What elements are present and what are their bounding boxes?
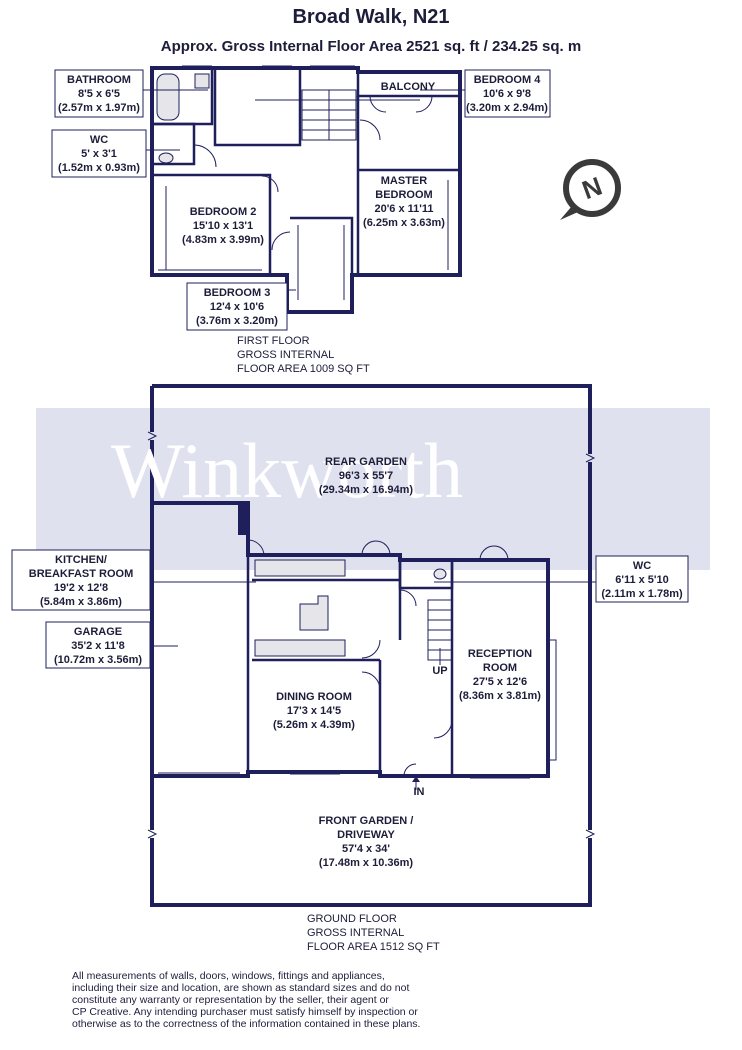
disclaimer-line: otherwise as to the correctness of the i… <box>72 1018 421 1030</box>
watermark-text: Winkworth <box>111 427 463 514</box>
label-stairs-up: UP <box>432 665 447 677</box>
label-balcony: BALCONY <box>381 81 436 93</box>
label-dining-room-metric: (5.26m x 4.39m) <box>273 719 355 731</box>
ground-floor-area-note: GROUND FLOOR GROSS INTERNAL FLOOR AREA 1… <box>307 912 440 954</box>
label-bathroom: BATHROOM <box>67 74 131 86</box>
label-kitchen-2: BREAKFAST ROOM <box>29 568 134 580</box>
first-floor-area-note: FIRST FLOOR GROSS INTERNAL FLOOR AREA 10… <box>237 334 370 376</box>
ground-floor-note-line: FLOOR AREA 1512 SQ FT <box>307 941 440 953</box>
label-ground-wc-metric: (2.11m x 1.78m) <box>601 588 683 600</box>
label-kitchen-imperial: 19'2 x 12'8 <box>54 582 108 594</box>
ground-floor-note-line: GROSS INTERNAL <box>307 927 405 939</box>
disclaimer-line: constitute any warranty or representatio… <box>72 994 389 1006</box>
label-bathroom-imperial: 8'5 x 6'5 <box>78 88 120 100</box>
plan-subtitle: Approx. Gross Internal Floor Area 2521 s… <box>160 38 582 55</box>
label-bedroom-3-imperial: 12'4 x 10'6 <box>210 301 264 313</box>
label-reception-room-metric: (8.36m x 3.81m) <box>459 690 541 702</box>
label-master-bedroom-2: BEDROOM <box>375 189 432 201</box>
label-reception-room-imperial: 27'5 x 12'6 <box>473 676 527 688</box>
disclaimer-line: CP Creative. Any intending purchaser mus… <box>72 1006 418 1018</box>
label-garage-metric: (10.72m x 3.56m) <box>54 654 142 666</box>
first-floor-note-line: FIRST FLOOR <box>237 335 310 347</box>
label-ground-wc: WC <box>633 560 651 572</box>
watermark-band <box>36 408 710 570</box>
label-master-bedroom-imperial: 20'6 x 11'11 <box>374 203 433 215</box>
ground-floor-note-line: GROUND FLOOR <box>307 913 397 925</box>
label-bedroom-2: BEDROOM 2 <box>190 206 257 218</box>
disclaimer-line: including their size and location, are s… <box>72 982 410 994</box>
label-master-bedroom: MASTER <box>381 175 428 187</box>
label-front-garden: FRONT GARDEN / <box>319 815 414 827</box>
label-reception-room-2: ROOM <box>483 662 517 674</box>
label-bedroom-2-imperial: 15'10 x 13'1 <box>193 220 253 232</box>
label-garage: GARAGE <box>74 626 122 638</box>
disclaimer-line: All measurements of walls, doors, window… <box>72 970 385 982</box>
ground-floor <box>147 384 596 907</box>
label-rear-garden-imperial: 96'3 x 55'7 <box>339 470 393 482</box>
label-rear-garden-metric: (29.34m x 16.94m) <box>319 484 414 496</box>
label-ground-wc-imperial: 6'11 x 5'10 <box>615 574 669 586</box>
plan-title: Broad Walk, N21 <box>292 6 450 28</box>
label-bedroom-3-metric: (3.76m x 3.20m) <box>196 315 278 327</box>
label-front-garden-imperial: 57'4 x 34' <box>342 843 390 855</box>
label-front-garden-2: DRIVEWAY <box>337 829 395 841</box>
first-floor-stairs <box>301 89 357 141</box>
first-floor-note-line: FLOOR AREA 1009 SQ FT <box>237 363 370 375</box>
label-kitchen-metric: (5.84m x 3.86m) <box>40 596 122 608</box>
first-floor-note-line: GROSS INTERNAL <box>237 349 335 361</box>
label-first-wc-metric: (1.52m x 0.93m) <box>58 162 140 174</box>
label-bedroom-3: BEDROOM 3 <box>204 287 271 299</box>
label-dining-room: DINING ROOM <box>276 691 352 703</box>
label-entrance: IN <box>414 786 425 798</box>
first-floor <box>150 65 462 314</box>
label-master-bedroom-metric: (6.25m x 3.63m) <box>363 217 445 229</box>
label-first-wc-imperial: 5' x 3'1 <box>81 148 117 160</box>
compass-icon: N <box>560 159 621 220</box>
label-bedroom-2-metric: (4.83m x 3.99m) <box>182 234 264 246</box>
label-bedroom-4-metric: (3.20m x 2.94m) <box>466 102 548 114</box>
label-first-wc: WC <box>90 134 108 146</box>
label-reception-room: RECEPTION <box>468 648 532 660</box>
label-bedroom-4: BEDROOM 4 <box>474 74 542 86</box>
label-front-garden-metric: (17.48m x 10.36m) <box>319 857 414 869</box>
disclaimer: All measurements of walls, doors, window… <box>72 970 472 1030</box>
label-kitchen: KITCHEN/ <box>55 554 107 566</box>
ground-floor-stairs <box>427 599 453 665</box>
label-bathroom-metric: (2.57m x 1.97m) <box>58 102 140 114</box>
label-bedroom-4-imperial: 10'6 x 9'8 <box>483 88 531 100</box>
label-dining-room-imperial: 17'3 x 14'5 <box>287 705 341 717</box>
label-garage-imperial: 35'2 x 11'8 <box>71 640 125 652</box>
label-rear-garden: REAR GARDEN <box>325 456 407 468</box>
